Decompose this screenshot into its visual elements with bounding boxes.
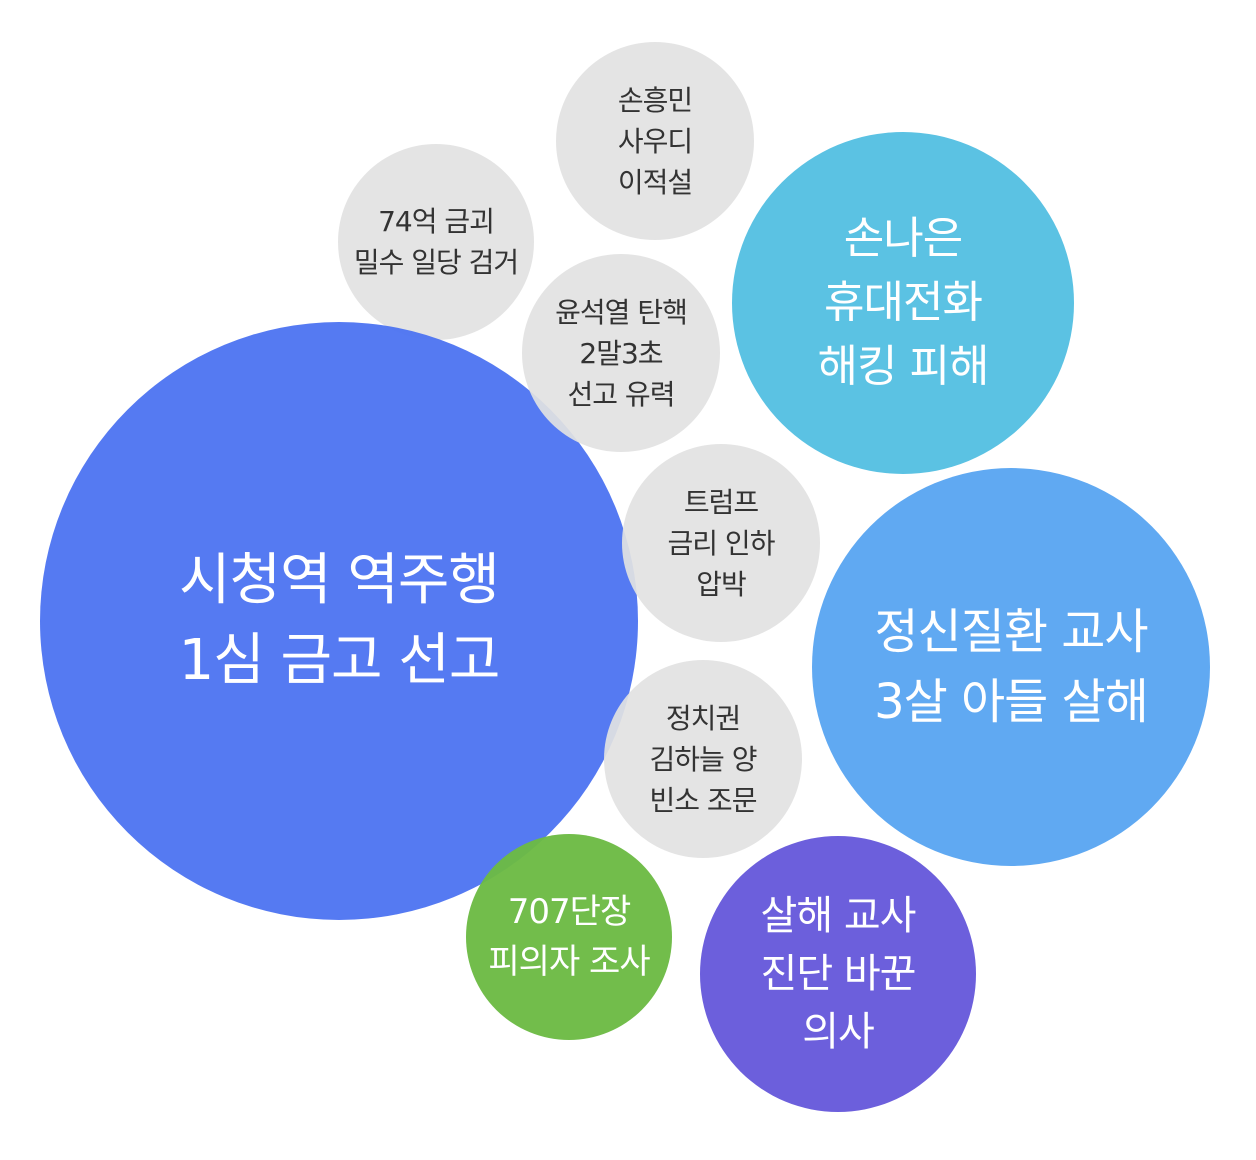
bubble-doctor: 살해 교사 진단 바꾼 의사 [700,836,976,1112]
bubble-main-label: 시청역 역주행 1심 금고 선고 [178,548,501,693]
bubble-phone-hacking: 손나은 휴대전화 해킹 피해 [732,132,1074,474]
bubble-politics-label: 정치권 김하늘 양 빈소 조문 [649,701,758,817]
bubble-gold-label: 74억 금괴 밀수 일당 검거 [353,205,519,279]
bubble-yoon-label: 윤석열 탄핵 2말3초 선고 유력 [555,295,688,411]
bubble-impeachment: 윤석열 탄핵 2말3초 선고 유력 [522,254,720,452]
bubble-main-topic: 시청역 역주행 1심 금고 선고 [40,322,638,920]
bubble-gold-smuggling: 74억 금괴 밀수 일당 검거 [338,144,534,340]
bubble-phone-label: 손나은 휴대전화 해킹 피해 [817,213,990,392]
bubble-doctor-label: 살해 교사 진단 바꾼 의사 [760,893,917,1055]
bubble-707-label: 707단장 피의자 조사 [488,892,650,982]
bubble-teacher-incident: 정신질환 교사 3살 아들 살해 [812,468,1210,866]
bubble-son-label: 손흥민 사우디 이적설 [617,83,693,199]
bubble-politics-condolence: 정치권 김하늘 양 빈소 조문 [604,660,802,858]
bubble-707-investigation: 707단장 피의자 조사 [466,834,672,1040]
bubble-trump-label: 트럼프 금리 인하 압박 [667,485,776,601]
bubble-son-transfer: 손흥민 사우디 이적설 [556,42,754,240]
bubble-trump-rate: 트럼프 금리 인하 압박 [622,444,820,642]
bubble-teacher-label: 정신질환 교사 3살 아들 살해 [874,604,1149,730]
